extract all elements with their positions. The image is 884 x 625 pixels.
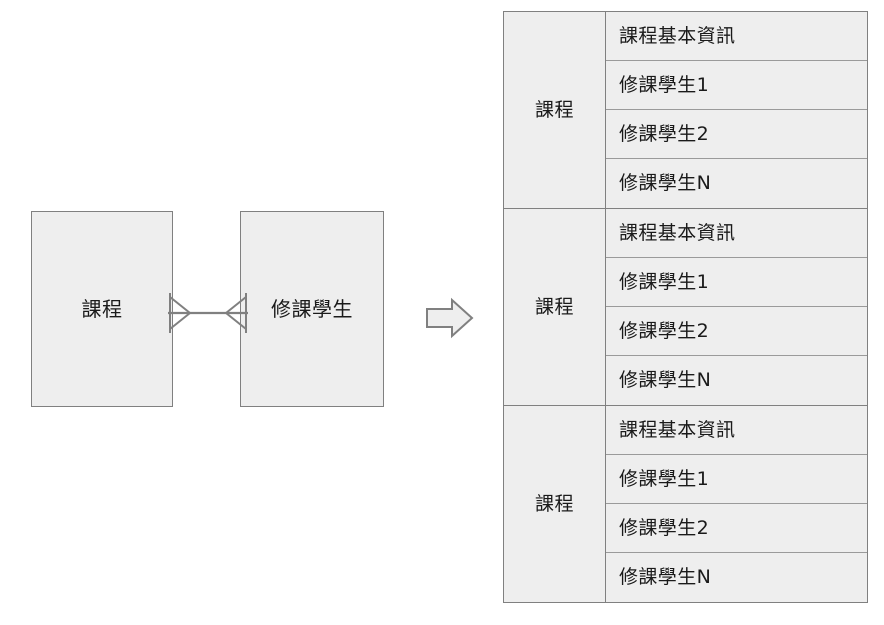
table-row-label: 修課學生N (619, 172, 712, 194)
course-row-list: 課程基本資訊 修課學生1 修課學生2 修課學生N (606, 209, 867, 405)
table-row[interactable]: 課程基本資訊 (606, 12, 867, 61)
course-key-cell: 課程 (504, 406, 606, 602)
table-row[interactable]: 修課學生2 (606, 504, 867, 553)
course-group[interactable]: 課程 課程基本資訊 修課學生1 修課學生2 修課學生N (504, 209, 867, 406)
table-row[interactable]: 課程基本資訊 (606, 209, 867, 258)
crows-foot-many-icon-right (225, 293, 247, 333)
table-row[interactable]: 修課學生1 (606, 61, 867, 110)
course-key-label: 課程 (534, 98, 574, 121)
table-row[interactable]: 修課學生N (606, 553, 867, 602)
table-row-label: 課程基本資訊 (619, 24, 736, 47)
table-row-label: 修課學生2 (619, 122, 710, 145)
course-row-list: 課程基本資訊 修課學生1 修課學生2 修課學生N (606, 12, 867, 208)
table-row-label: 修課學生2 (619, 319, 710, 342)
er-entity-student-label: 修課學生 (271, 297, 353, 321)
table-row-label: 修課學生N (619, 566, 712, 588)
table-row-label: 修課學生1 (619, 467, 710, 490)
table-row[interactable]: 課程基本資訊 (606, 406, 867, 455)
er-entity-course[interactable]: 課程 (31, 211, 173, 407)
course-key-cell: 課程 (504, 209, 606, 405)
course-group[interactable]: 課程 課程基本資訊 修課學生1 修課學生2 修課學生N (504, 406, 867, 603)
right-block-arrow-icon (426, 297, 474, 339)
table-row[interactable]: 修課學生N (606, 159, 867, 208)
course-row-list: 課程基本資訊 修課學生1 修課學生2 修課學生N (606, 406, 867, 602)
course-group[interactable]: 課程 課程基本資訊 修課學生1 修課學生2 修課學生N (504, 12, 867, 209)
denormalized-table: 課程 課程基本資訊 修課學生1 修課學生2 修課學生N 課程 (503, 11, 868, 603)
course-key-cell: 課程 (504, 12, 606, 208)
table-row-label: 修課學生1 (619, 270, 710, 293)
table-row-label: 課程基本資訊 (619, 221, 736, 244)
er-entity-student[interactable]: 修課學生 (240, 211, 384, 407)
er-relationship-connector[interactable] (168, 288, 248, 338)
table-row[interactable]: 修課學生1 (606, 455, 867, 504)
table-row-label: 課程基本資訊 (619, 418, 736, 441)
course-key-label: 課程 (534, 295, 574, 318)
course-key-label: 課程 (534, 492, 574, 515)
table-row-label: 修課學生2 (619, 516, 710, 539)
table-row-label: 修課學生1 (619, 73, 710, 96)
table-row[interactable]: 修課學生2 (606, 307, 867, 356)
table-row[interactable]: 修課學生1 (606, 258, 867, 307)
table-row-label: 修課學生N (619, 369, 712, 391)
table-row[interactable]: 修課學生2 (606, 110, 867, 159)
er-entity-course-label: 課程 (81, 297, 123, 321)
crows-foot-many-icon-left (169, 293, 191, 333)
table-row[interactable]: 修課學生N (606, 356, 867, 405)
